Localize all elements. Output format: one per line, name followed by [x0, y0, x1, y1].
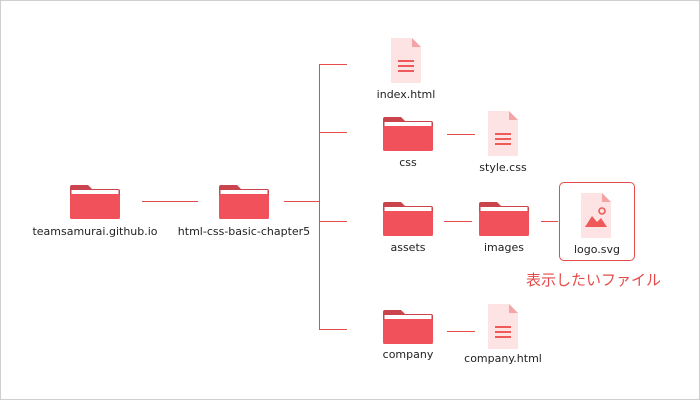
file-label-logo: logo.svg [573, 243, 621, 256]
image-file-icon [581, 193, 611, 238]
connector-images-logo [541, 221, 558, 222]
document-icon [488, 304, 518, 349]
folder-icon [383, 202, 433, 236]
connector-assets [319, 221, 347, 222]
connector-root-project [142, 201, 198, 202]
annotation-text: 表示したいファイル [526, 271, 662, 289]
connector-css [319, 132, 347, 133]
folder-icon [383, 310, 433, 344]
folder-icon [479, 202, 529, 236]
folder-icon [70, 185, 120, 219]
folder-label-company: company [382, 348, 434, 361]
connector-company [319, 329, 347, 330]
connector-css-style [447, 134, 475, 135]
connector-company-html [447, 331, 475, 332]
folder-label-css: css [399, 156, 417, 169]
connector-trunk [319, 64, 320, 329]
folder-icon [383, 117, 433, 151]
connector-project-trunk [284, 201, 319, 202]
connector-assets-images [444, 221, 472, 222]
highlight-box [559, 182, 635, 261]
file-label-style: style.css [479, 161, 527, 174]
folder-label-project: html-css-basic-chapter5 [177, 225, 311, 238]
folder-label-images: images [484, 241, 524, 254]
file-label-index: index.html [376, 88, 436, 101]
folder-label-assets: assets [390, 241, 426, 254]
folder-label-root: teamsamurai.github.io [32, 225, 158, 238]
document-icon [391, 38, 421, 83]
document-icon [488, 111, 518, 156]
folder-icon [219, 185, 269, 219]
file-label-company-html: company.html [464, 352, 542, 365]
connector-index [319, 64, 347, 65]
